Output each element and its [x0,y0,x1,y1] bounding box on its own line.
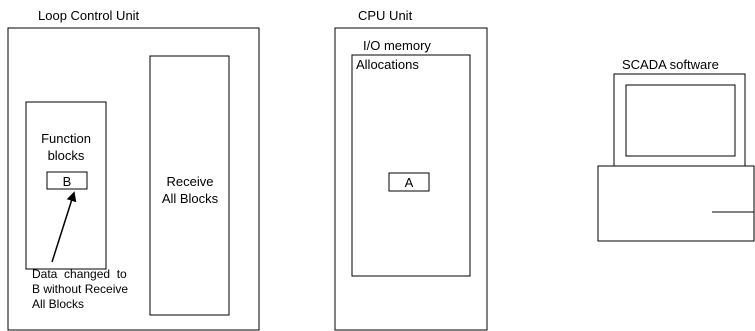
receive-all-blocks-line1: Receive [167,174,214,189]
change-note: Data changed to B without Receive All Bl… [32,267,128,311]
computer-base [597,165,755,242]
monitor-outer [613,73,746,167]
value-a-box [388,172,430,192]
monitor-screen [625,84,736,157]
receive-all-blocks-box [149,55,230,316]
cpu-unit-box [334,27,488,331]
computer-icon [597,73,755,242]
scada: SCADA software [597,57,755,242]
change-note-line1: Data changed to [32,267,127,281]
change-note-line2: B without Receive [32,282,128,296]
value-b: B [63,174,72,189]
receive-all-blocks-panel: Receive All Blocks [149,55,230,316]
scada-title: SCADA software [622,57,719,72]
function-blocks-label-line2: blocks [48,148,85,163]
value-a: A [405,175,414,190]
allocations-box [351,54,471,277]
loop-control-unit: Loop Control Unit Function blocks B Rece… [7,8,260,331]
function-blocks-panel: Function blocks B [25,101,107,270]
function-blocks-box [25,101,107,270]
function-blocks-label-line1: Function [41,131,91,146]
io-memory-label: I/O memory [363,38,431,53]
cpu-unit-title: CPU Unit [358,8,413,23]
allocations-label: Allocations [356,57,419,72]
loop-control-unit-title: Loop Control Unit [38,8,140,23]
loop-control-unit-box [7,27,260,331]
change-note-line3: All Blocks [32,297,84,311]
change-arrow [51,191,77,263]
receive-all-blocks-line2: All Blocks [162,191,219,206]
cpu-unit: CPU Unit I/O memory Allocations A [334,8,488,331]
value-b-box [46,171,88,190]
